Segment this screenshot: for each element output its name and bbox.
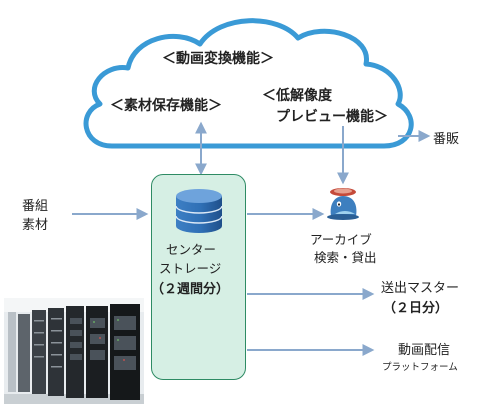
server-room-photo (4, 298, 144, 404)
master-label-line2: （２日分） (383, 301, 449, 316)
storage-label-line1: センター (166, 242, 217, 257)
database-icon (175, 189, 223, 233)
cloud-label-lowres-line2: プレビュー機能＞ (276, 109, 388, 125)
cloud-shape (83, 18, 414, 149)
input-label-line2: 素材 (22, 218, 49, 233)
archive-label-line1: アーカイブ (310, 232, 372, 247)
video-label-line1: 動画配信 (398, 343, 451, 358)
cloud-label-conversion: ＜動画変換機能＞ (162, 51, 274, 67)
cloud-label-lowres-line1: ＜低解像度 (262, 88, 332, 104)
center-storage-box (151, 174, 246, 380)
sales-label: 番販 (433, 132, 460, 147)
cloud-label-storage: ＜素材保存機能＞ (110, 98, 222, 114)
storage-label-line2: ストレージ (159, 261, 222, 276)
master-label-line1: 送出マスター (381, 281, 460, 296)
video-label-line2: プラットフォーム (382, 362, 458, 373)
input-label-line1: 番組 (22, 199, 49, 214)
archive-mascot-icon (327, 188, 359, 220)
archive-label-line2: 検索・貸出 (314, 250, 377, 265)
storage-label-line3: （２週間分） (151, 282, 230, 297)
